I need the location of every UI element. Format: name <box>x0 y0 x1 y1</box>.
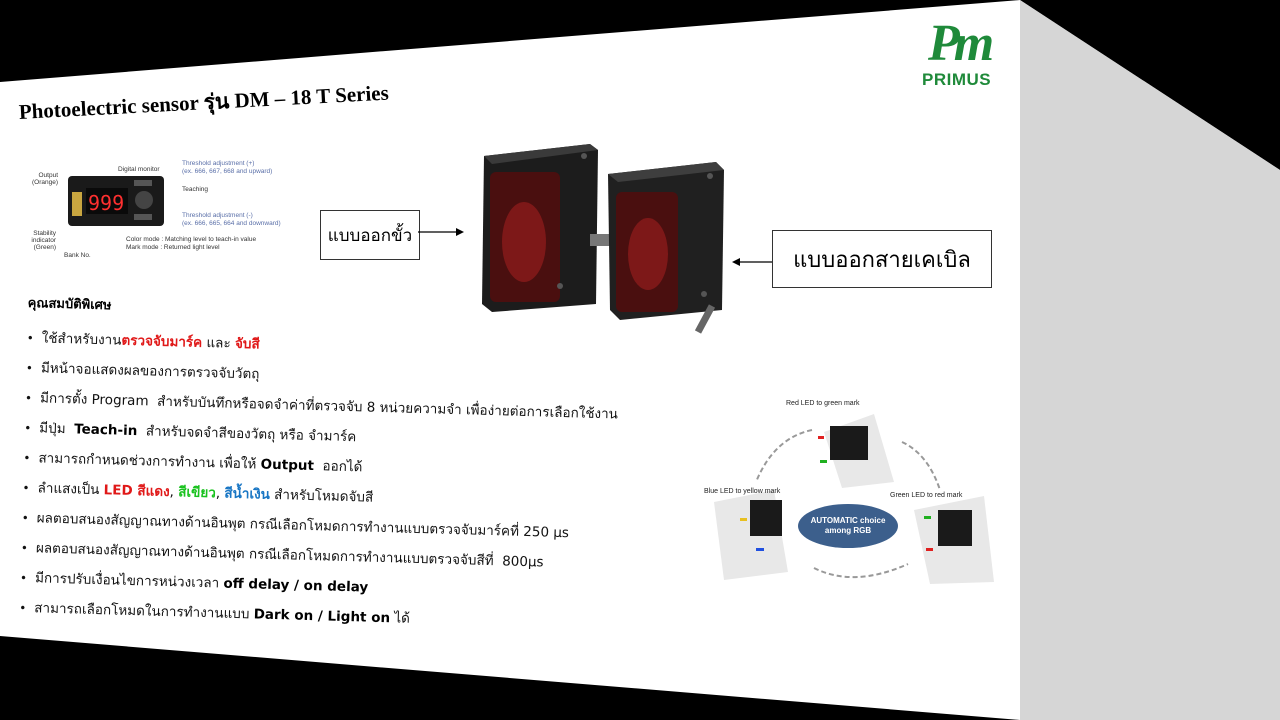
feature-text: สำหรับจดจำสีของวัตถุ หรือ จำมาร์ค <box>137 423 357 446</box>
feature-list: • ใช้สำหรับงานตรวจจับมาร์ค และ จับสี • มีหน… <box>19 323 727 642</box>
callout-terminal-type: แบบออกขั้ว <box>320 210 420 260</box>
feature-text: ตรวจจับมาร์ค <box>121 332 203 351</box>
feature-text: สีเขียว <box>178 484 217 502</box>
sensor-product-photo <box>482 144 724 334</box>
slide-right-face <box>1020 0 1280 720</box>
feature-text: จับสี <box>234 335 260 353</box>
feature-text: off delay / on delay <box>223 575 369 596</box>
panel-illustration: 999 <box>68 176 164 226</box>
feature-text: มีการปรับเงื่อนไขการหน่วงเวลา <box>34 570 224 592</box>
bullet-icon: • <box>25 360 34 376</box>
feature-text: และ <box>201 334 236 352</box>
arrow-left-icon <box>732 258 772 266</box>
logo-text: PRIMUS <box>922 70 992 89</box>
feature-text: สำหรับโหมดจับสี <box>269 486 374 506</box>
sensor-rear <box>482 144 610 312</box>
auto-line-2: among RGB <box>824 526 872 535</box>
callout-cable-type: แบบออกสายเคเบิล <box>772 230 992 288</box>
rgb-cycle-graphic <box>714 414 994 584</box>
label-red-to-green: Red LED to green mark <box>786 400 860 407</box>
label-threshold-plus: Threshold adjustment (+) <box>182 160 255 167</box>
bullet-icon: • <box>24 420 32 436</box>
label-threshold-minus: Threshold adjustment (-) <box>182 212 253 219</box>
bullet-icon: • <box>24 390 33 406</box>
sensor-front <box>608 162 724 334</box>
feature-text: มีปุ่ม <box>39 420 75 438</box>
feature-text: Dark on / Light on <box>253 606 391 627</box>
bullet-icon: • <box>26 330 34 346</box>
label-output: Output (Orange) <box>31 172 58 186</box>
label-stability: Stability indicator (Green) <box>31 230 56 251</box>
digital-readout: 999 <box>88 191 124 215</box>
label-teaching: Teaching <box>182 186 209 193</box>
feature-text: สีน้ำเงิน <box>224 485 271 503</box>
feature-text: ลำแสงเป็น <box>37 480 104 499</box>
bullet-icon: • <box>22 480 30 496</box>
label-threshold-plus-example: (ex. 666, 667, 668 and upward) <box>182 168 273 175</box>
label-bank-no: Bank No. <box>64 252 91 259</box>
bullet-icon: • <box>20 540 29 556</box>
feature-text: Teach-in <box>73 421 138 440</box>
label-digital-monitor: Digital monitor <box>118 166 160 173</box>
label-green-to-red: Green LED to red mark <box>890 492 963 499</box>
label-threshold-minus-example: (ex. 666, 665, 664 and downward) <box>182 220 281 227</box>
feature-section: คุณสมบัติพิเศษ •ใช้สำหรับงานตรวจจับมาร์ค… <box>19 292 728 642</box>
front-panel-diagram: 999 Output (Orange) Digital monitor Thre… <box>26 160 306 264</box>
bullet-icon: • <box>21 510 29 526</box>
feature-text: LED สีแดง <box>103 482 170 501</box>
logo-mark: Pm <box>928 15 994 72</box>
feature-text: ได้ <box>389 610 411 627</box>
feature-text: สามารถกำหนดช่วงการทำงาน เพื่อให้ <box>38 450 261 473</box>
feature-text: มีหน้าจอแสดงผลของการตรวจจับวัตถุ <box>40 360 260 383</box>
bullet-icon: • <box>18 600 27 616</box>
feature-text: สามารถเลือกโหมดในการทำงานแบบ <box>34 600 254 623</box>
label-blue-to-yellow: Blue LED to yellow mark <box>704 488 781 495</box>
bullet-icon: • <box>19 570 28 586</box>
bullet-icon: • <box>23 450 31 466</box>
label-color-mode: Color mode : Matching level to teach-in … <box>126 236 257 243</box>
feature-text: Output <box>260 456 315 475</box>
rgb-cycle-diagram: Red LED to green mark Green LED to red m… <box>694 392 1014 592</box>
auto-line-1: AUTOMATIC choice <box>810 516 886 525</box>
automatic-choice-badge: AUTOMATIC choice among RGB <box>798 504 898 548</box>
label-mark-mode: Mark mode : Returned light level <box>126 244 220 251</box>
feature-text: ออกได้ <box>313 458 363 476</box>
primus-logo: Pm PRIMUS <box>922 14 1012 94</box>
arrow-right-icon <box>418 228 464 236</box>
feature-text: ใช้สำหรับงาน <box>41 330 122 349</box>
